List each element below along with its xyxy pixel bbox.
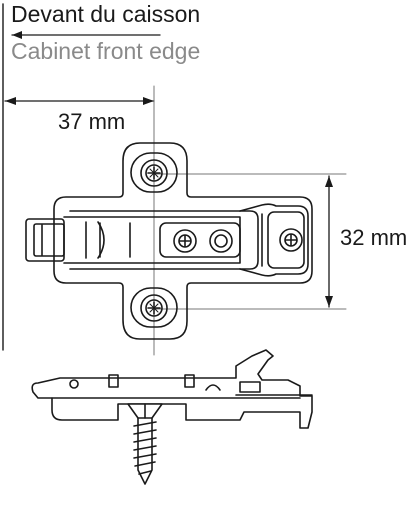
hinge-arm-top-view [25, 210, 259, 270]
bottom-slot [130, 287, 178, 328]
cam-eccentric-icon [209, 229, 233, 253]
cabinet-front-label-en: Cabinet front edge [11, 38, 201, 64]
wood-screw-icon [127, 403, 163, 485]
top-slot [130, 152, 178, 193]
dimension-32mm-label: 32 mm [340, 225, 408, 250]
mounting-plate-side-view [31, 349, 313, 429]
clip-mechanism [239, 203, 309, 277]
front-edge-arrow [11, 31, 161, 39]
dimension-37mm-label: 37 mm [58, 109, 126, 134]
top-screw-icon [140, 159, 168, 187]
mounting-plate-top-view [53, 142, 313, 340]
adjustment-screw-icon [173, 229, 197, 253]
bottom-screw-icon [140, 294, 168, 322]
cabinet-front-label-fr: Devant du caisson [11, 1, 201, 27]
